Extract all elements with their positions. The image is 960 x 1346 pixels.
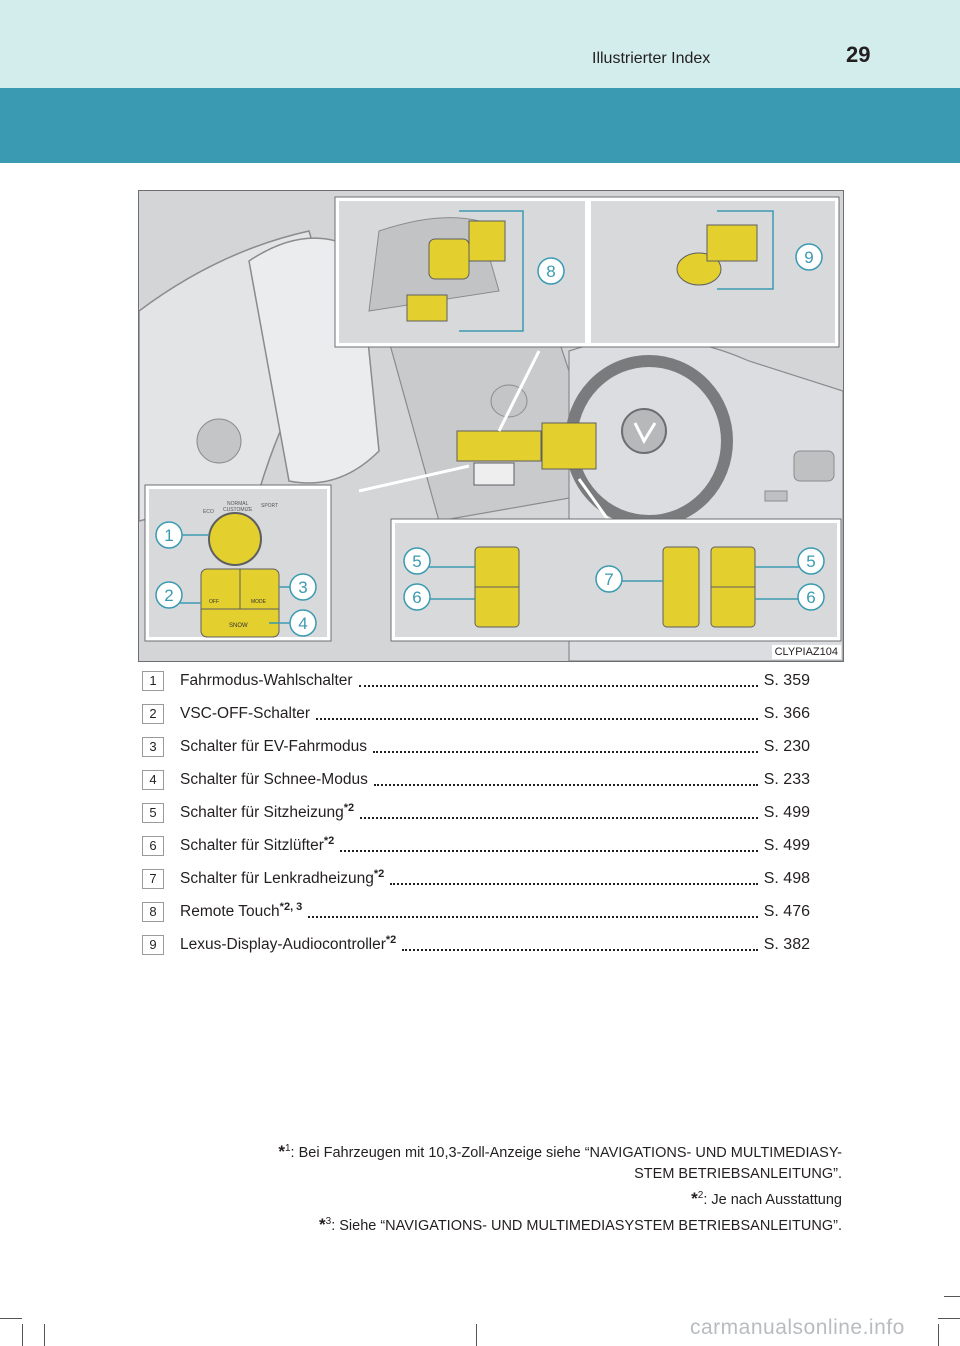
index-number: 2 bbox=[142, 703, 164, 724]
crop-mark bbox=[944, 1296, 960, 1297]
footnote-3: *3: Siehe “NAVIGATIONS- UND MULTIMEDIASY… bbox=[319, 1214, 842, 1234]
index-label: VSC-OFF-Schalter bbox=[180, 705, 311, 723]
callout-1: 1 bbox=[155, 521, 183, 549]
index-number: 3 bbox=[142, 736, 164, 757]
svg-text:5: 5 bbox=[806, 552, 815, 571]
crop-mark bbox=[22, 1324, 23, 1346]
dot-leader bbox=[372, 750, 758, 753]
svg-text:3: 3 bbox=[298, 578, 307, 597]
footnote-1-cont: STEM BETRIEBSANLEITUNG”. bbox=[634, 1165, 842, 1182]
callout-8: 8 bbox=[537, 257, 565, 285]
index-entry-3[interactable]: 3 Schalter für EV-Fahrmodus S. 230 bbox=[142, 730, 810, 763]
callout-5-left: 5 bbox=[403, 547, 431, 575]
page-ref-link[interactable]: S. 499 bbox=[763, 803, 810, 821]
index-number: 7 bbox=[142, 868, 164, 889]
dot-leader bbox=[340, 849, 758, 852]
svg-text:6: 6 bbox=[412, 588, 421, 607]
index-label: Schalter für Schnee-Modus bbox=[180, 771, 368, 789]
index-number: 1 bbox=[142, 670, 164, 691]
section-title: Illustrierter Index bbox=[592, 50, 711, 67]
index-entry-5[interactable]: 5 Schalter für Sitzheizung*2 S. 499 bbox=[142, 796, 810, 829]
dot-leader bbox=[373, 783, 758, 786]
index-number: 4 bbox=[142, 769, 164, 790]
index-label: Fahrmodus-Wahlschalter bbox=[180, 672, 353, 690]
index-label: Schalter für Sitzheizung*2 bbox=[180, 802, 355, 822]
footnote-1: *1: Bei Fahrzeugen mit 10,3-Zoll-Anzeige… bbox=[278, 1141, 842, 1161]
index-label: Schalter für Lenkradheizung*2 bbox=[180, 868, 385, 888]
index-number: 9 bbox=[142, 934, 164, 955]
index-entry-2[interactable]: 2 VSC-OFF-Schalter S. 366 bbox=[142, 697, 810, 730]
svg-text:9: 9 bbox=[804, 248, 813, 267]
vsc-off-label: OFF bbox=[209, 599, 219, 605]
index-entry-6[interactable]: 6 Schalter für Sitzlüfter*2 S. 499 bbox=[142, 829, 810, 862]
crop-mark bbox=[0, 1318, 22, 1319]
dot-leader bbox=[316, 717, 758, 720]
index-label: Schalter für EV-Fahrmodus bbox=[180, 738, 367, 756]
figure-code: CLYPIAZ104 bbox=[771, 645, 841, 659]
svg-text:4: 4 bbox=[298, 614, 307, 633]
index-list: 1 Fahrmodus-Wahlschalter S. 359 2 VSC-OF… bbox=[142, 664, 810, 961]
svg-text:5: 5 bbox=[412, 552, 421, 571]
watermark: carmanualsonline.info bbox=[690, 1316, 905, 1339]
svg-text:8: 8 bbox=[546, 262, 555, 281]
callout-4: 4 bbox=[289, 609, 317, 637]
svg-text:1: 1 bbox=[164, 526, 173, 545]
crop-mark bbox=[44, 1324, 45, 1346]
svg-text:7: 7 bbox=[604, 570, 613, 589]
crop-mark bbox=[938, 1324, 939, 1346]
index-label: Schalter für Sitzlüfter*2 bbox=[180, 835, 335, 855]
dot-leader bbox=[402, 948, 758, 951]
index-number: 8 bbox=[142, 901, 164, 922]
page-ref-link[interactable]: S. 499 bbox=[763, 836, 810, 854]
header-band bbox=[0, 0, 960, 88]
eco-label: ECO bbox=[203, 509, 214, 515]
index-label: Lexus-Display-Audiocontroller*2 bbox=[180, 934, 397, 954]
cockpit-illustration: 1 2 3 4 5 6 7 8 9 5 6 ECO NORMAL CUSTOMI… bbox=[138, 190, 844, 662]
dot-leader bbox=[308, 915, 758, 918]
callout-3: 3 bbox=[289, 573, 317, 601]
crop-mark bbox=[938, 1318, 960, 1319]
index-number: 5 bbox=[142, 802, 164, 823]
callout-5-right: 5 bbox=[797, 547, 825, 575]
page-ref-link[interactable]: S. 230 bbox=[763, 737, 810, 755]
svg-text:2: 2 bbox=[164, 586, 173, 605]
index-entry-1[interactable]: 1 Fahrmodus-Wahlschalter S. 359 bbox=[142, 664, 810, 697]
page-ref-link[interactable]: S. 366 bbox=[763, 704, 810, 722]
callout-2: 2 bbox=[155, 581, 183, 609]
dot-leader bbox=[360, 816, 758, 819]
page-ref-link[interactable]: S. 233 bbox=[763, 770, 810, 788]
header-accent-bar bbox=[0, 88, 960, 163]
footnote-2: *2: Je nach Ausstattung bbox=[691, 1188, 842, 1208]
callout-6-right: 6 bbox=[797, 583, 825, 611]
dot-leader bbox=[358, 684, 758, 687]
index-number: 6 bbox=[142, 835, 164, 856]
page-ref-link[interactable]: S. 498 bbox=[763, 869, 810, 887]
callout-9: 9 bbox=[795, 243, 823, 271]
index-entry-9[interactable]: 9 Lexus-Display-Audiocontroller*2 S. 382 bbox=[142, 928, 810, 961]
normal-label: NORMAL bbox=[227, 501, 249, 507]
footnotes: *1: Bei Fahrzeugen mit 10,3-Zoll-Anzeige… bbox=[102, 1138, 842, 1236]
page-number: 29 bbox=[846, 42, 871, 67]
cockpit-drawing: 1 2 3 4 5 6 7 8 9 5 6 ECO NORMAL CUSTOMI… bbox=[139, 191, 843, 661]
page-ref-link[interactable]: S. 359 bbox=[763, 671, 810, 689]
callout-7: 7 bbox=[595, 565, 623, 593]
customize-label: CUSTOMIZE bbox=[223, 507, 253, 513]
index-label: Remote Touch*2, 3 bbox=[180, 901, 303, 921]
index-entry-8[interactable]: 8 Remote Touch*2, 3 S. 476 bbox=[142, 895, 810, 928]
snow-label: SNOW bbox=[229, 623, 248, 629]
ev-mode-label: MODE bbox=[251, 599, 267, 605]
index-entry-4[interactable]: 4 Schalter für Schnee-Modus S. 233 bbox=[142, 763, 810, 796]
callout-6-left: 6 bbox=[403, 583, 431, 611]
page-ref-link[interactable]: S. 382 bbox=[763, 935, 810, 953]
dot-leader bbox=[390, 882, 758, 885]
index-entry-7[interactable]: 7 Schalter für Lenkradheizung*2 S. 498 bbox=[142, 862, 810, 895]
crop-mark bbox=[476, 1324, 477, 1346]
page-ref-link[interactable]: S. 476 bbox=[763, 902, 810, 920]
sport-label: SPORT bbox=[261, 503, 278, 509]
svg-text:6: 6 bbox=[806, 588, 815, 607]
